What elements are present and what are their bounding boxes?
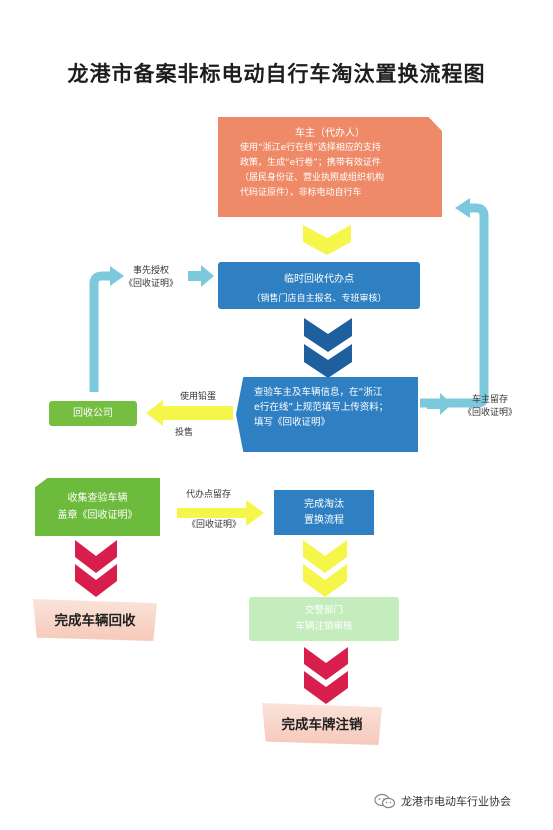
inspect-box: 查验车主及车辆信息，在“浙江 e行在线”上规范填写上传资料； 填写《回收证明》 bbox=[236, 377, 418, 452]
finish-replace-line1: 完成淘汰 bbox=[304, 499, 344, 510]
agent-keep-label: 代办点留存 bbox=[186, 490, 232, 500]
red-chevron-down-3 bbox=[304, 647, 348, 680]
vehicle-recycled-banner: 完成车辆回收 bbox=[33, 599, 157, 641]
collect-point-title: 临时回收代办点 bbox=[284, 274, 354, 285]
prior-auth-pointer bbox=[188, 265, 214, 287]
footer-watermark: 龙港市电动车行业协会 bbox=[374, 793, 511, 809]
plate-cancelled-banner: 完成车牌注销 bbox=[262, 703, 382, 745]
owner-box-line: （居民身份证、营业执照或组织机构 bbox=[240, 173, 385, 183]
owner-keep-label: 车主留存 《回收证明》 bbox=[452, 394, 528, 420]
finish-replace-box: 完成淘汰 置换流程 bbox=[274, 490, 374, 535]
yellow-chevron-down-1 bbox=[303, 225, 351, 255]
agent-keep-arrow bbox=[177, 500, 264, 526]
recycle-company-box: 回收公司 bbox=[49, 401, 137, 426]
yellow-chevron-down-2 bbox=[303, 540, 347, 573]
blue-chevron-down-2 bbox=[304, 344, 352, 378]
owner-keep-arrow bbox=[420, 203, 489, 408]
owner-box-line: 代码证原件），非标电动自行车 bbox=[240, 188, 362, 198]
agent-keep-cert-label: 《回收证明》 bbox=[187, 520, 242, 530]
owner-keep-cert: 《回收证明》 bbox=[462, 408, 517, 418]
traffic-dept-box: 交警部门 车辆注销审核 bbox=[249, 597, 399, 641]
finish-replace-text: 完成淘汰 置换流程 bbox=[274, 490, 374, 529]
owner-keep-arrowhead bbox=[455, 198, 470, 218]
finish-replace-line2: 置换流程 bbox=[304, 515, 344, 526]
prior-auth-label: 事先授权 《回收证明》 bbox=[116, 265, 186, 291]
sell-arrow bbox=[146, 400, 233, 426]
inspect-line: 查验车主及车辆信息，在“浙江 bbox=[254, 387, 383, 398]
collect-point-box: 临时回收代办点 （销售门店自主报名、专班审核） bbox=[218, 262, 420, 309]
prior-auth-arrowhead bbox=[110, 266, 124, 286]
red-chevron-down-4 bbox=[304, 671, 348, 704]
owner-box-body: 使用“浙江e行在线”选择相应的支持 政策，生成“e行卷”；携带有效证件 （居民身… bbox=[218, 141, 442, 201]
traffic-dept-line2: 车辆注销审核 bbox=[295, 621, 353, 632]
owner-box-line: 使用“浙江e行在线”选择相应的支持 bbox=[240, 143, 381, 153]
red-chevron-down-2 bbox=[75, 564, 117, 597]
blue-chevron-down-1 bbox=[304, 318, 352, 352]
traffic-dept-text: 交警部门 车辆注销审核 bbox=[249, 597, 399, 635]
prior-auth-arrow bbox=[89, 271, 110, 392]
collect-stamp-text: 收集查验车辆 盖章《回收证明》 bbox=[35, 478, 160, 524]
footer-text: 龙港市电动车行业协会 bbox=[401, 795, 511, 808]
collect-stamp-line2: 盖章《回收证明》 bbox=[57, 510, 138, 521]
inspect-line: 填写《回收证明》 bbox=[254, 417, 331, 428]
collect-stamp-line1: 收集查验车辆 bbox=[67, 493, 128, 504]
traffic-dept-line1: 交警部门 bbox=[304, 605, 343, 616]
collect-point-subtitle: （销售门店自主报名、专班审核） bbox=[251, 294, 387, 304]
prior-auth-text: 事先授权 bbox=[132, 266, 169, 276]
owner-keep-pointer bbox=[427, 393, 452, 415]
wechat-icon bbox=[374, 793, 396, 809]
red-chevron-down-1 bbox=[75, 540, 117, 573]
owner-keep-text: 车主留存 bbox=[471, 395, 508, 405]
owner-box-title: 车主（代办人） bbox=[295, 128, 365, 139]
yellow-chevron-down-3 bbox=[303, 564, 347, 597]
use-destroy-label: 使用铅蛋 bbox=[179, 392, 216, 402]
sell-label: 投售 bbox=[175, 428, 194, 438]
prior-auth-cert: 《回收证明》 bbox=[123, 279, 178, 289]
owner-box: 车主（代办人） 使用“浙江e行在线”选择相应的支持 政策，生成“e行卷”；携带有… bbox=[218, 117, 442, 217]
page-title: 龙港市备案非标电动自行车淘汰置换流程图 bbox=[67, 62, 486, 86]
inspect-line: e行在线”上规范填写上传资料； bbox=[254, 402, 389, 413]
collect-stamp-box: 收集查验车辆 盖章《回收证明》 bbox=[35, 478, 160, 536]
owner-box-line: 政策，生成“e行卷”；携带有效证件 bbox=[240, 158, 381, 168]
inspect-box-text: 查验车主及车辆信息，在“浙江 e行在线”上规范填写上传资料； 填写《回收证明》 bbox=[236, 377, 418, 430]
